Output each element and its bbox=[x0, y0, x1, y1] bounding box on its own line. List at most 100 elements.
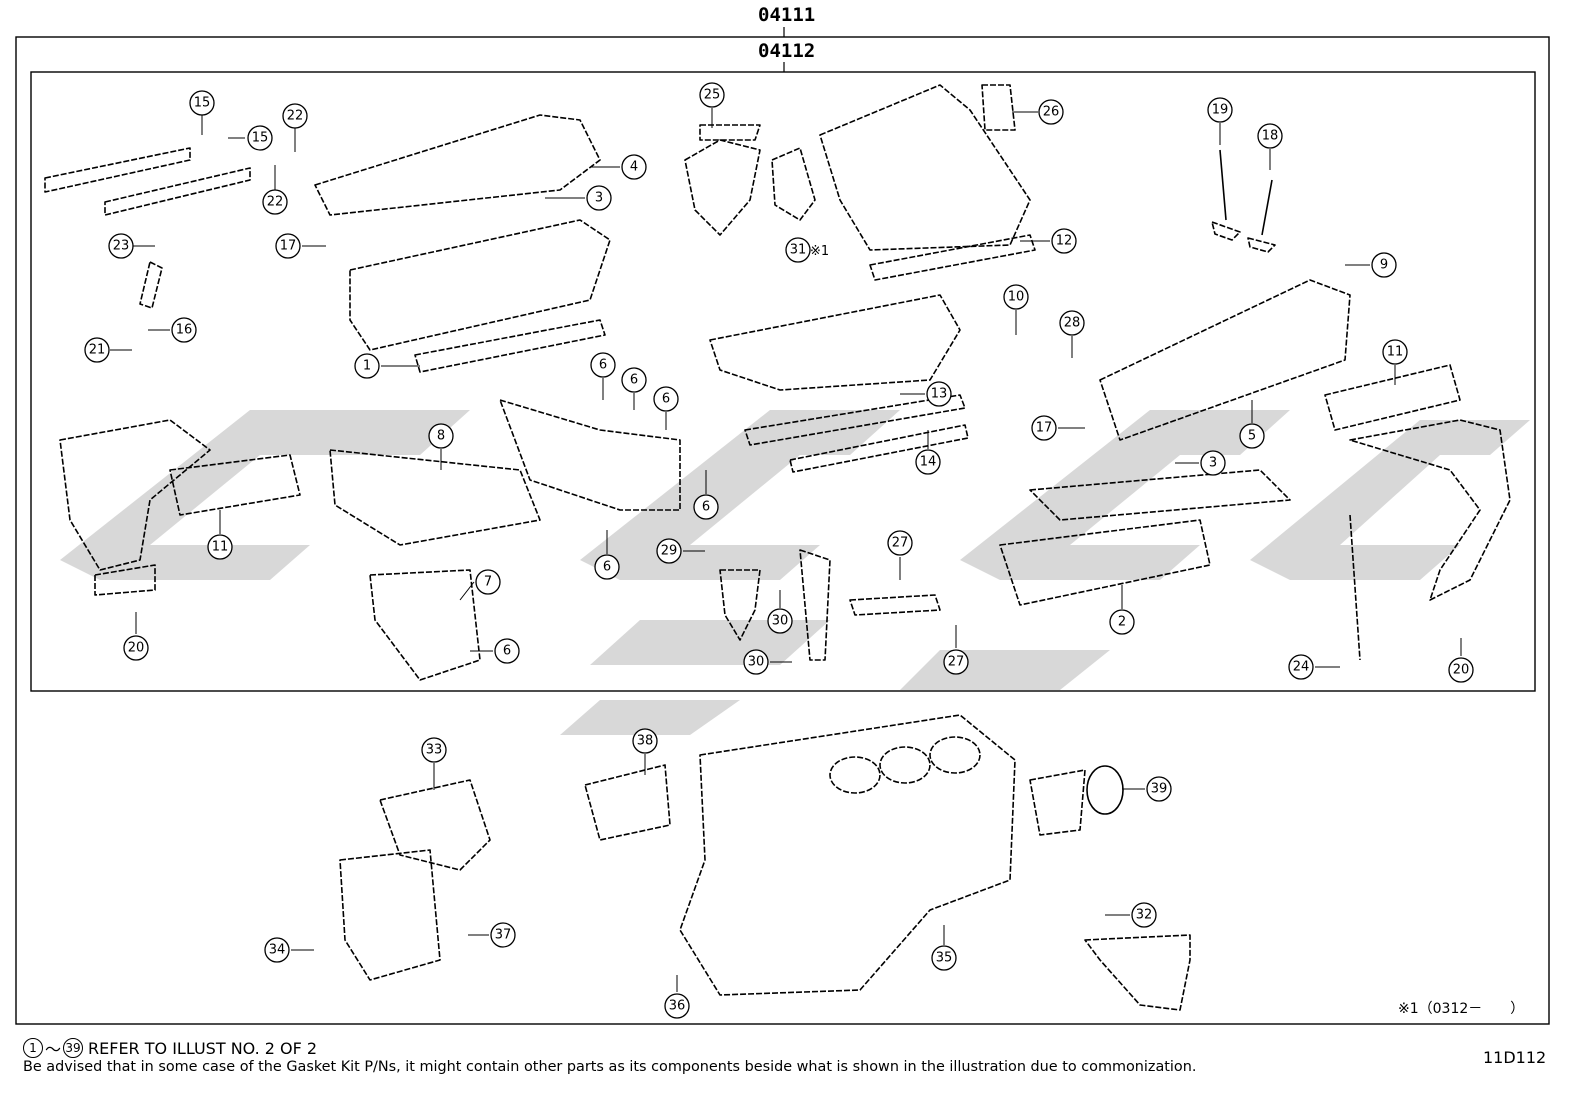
callout-group: 1515222223162117341253126121918910281166… bbox=[84, 82, 1474, 1019]
callout-number: 17 bbox=[280, 239, 297, 254]
callout-23[interactable]: 23 bbox=[108, 233, 134, 259]
callout-number: 31 bbox=[790, 243, 807, 258]
callout-27[interactable]: 27 bbox=[887, 530, 913, 556]
callout-24[interactable]: 24 bbox=[1288, 654, 1314, 680]
head-gasket-kit-part-number[interactable]: 04112 bbox=[758, 40, 816, 62]
callout-21[interactable]: 21 bbox=[84, 337, 110, 363]
callout-number: 3 bbox=[595, 191, 603, 206]
callout-26[interactable]: 26 bbox=[1038, 99, 1064, 125]
callout-number: 19 bbox=[1212, 103, 1229, 118]
callout-35[interactable]: 35 bbox=[931, 945, 957, 971]
callout-11[interactable]: 11 bbox=[1382, 339, 1408, 365]
callout-number: 24 bbox=[1293, 660, 1310, 675]
callout-27[interactable]: 27 bbox=[943, 649, 969, 675]
callout-number: 3 bbox=[1209, 456, 1217, 471]
callout-number: 23 bbox=[113, 239, 130, 254]
callout-number: 12 bbox=[1056, 234, 1073, 249]
callout-20[interactable]: 20 bbox=[1448, 657, 1474, 683]
callout-16[interactable]: 16 bbox=[171, 317, 197, 343]
callout-15[interactable]: 15 bbox=[247, 125, 273, 151]
callout-3[interactable]: 3 bbox=[586, 185, 612, 211]
callout-number: 16 bbox=[176, 323, 193, 338]
callout-number: 20 bbox=[128, 641, 145, 656]
callout-20[interactable]: 20 bbox=[123, 635, 149, 661]
callout-39[interactable]: 39 bbox=[1146, 776, 1172, 802]
callout-number: 22 bbox=[287, 109, 304, 124]
callout-number: 22 bbox=[267, 195, 284, 210]
callout-6[interactable]: 6 bbox=[621, 367, 647, 393]
callout-number: 21 bbox=[89, 343, 106, 358]
callout-18[interactable]: 18 bbox=[1257, 123, 1283, 149]
callout-8[interactable]: 8 bbox=[428, 423, 454, 449]
callout-number: 33 bbox=[426, 743, 443, 758]
callout-number: 15 bbox=[194, 96, 211, 111]
refer-note: 1 ～ 39 REFER TO ILLUST NO. 2 OF 2 bbox=[23, 1036, 317, 1060]
callout-6[interactable]: 6 bbox=[693, 494, 719, 520]
callout-6[interactable]: 6 bbox=[653, 386, 679, 412]
range-start-callout: 1 bbox=[23, 1038, 43, 1058]
callout-34[interactable]: 34 bbox=[264, 937, 290, 963]
callout-number: 1 bbox=[363, 359, 371, 374]
callout-number: 26 bbox=[1043, 105, 1060, 120]
callout-number: 30 bbox=[772, 614, 789, 629]
callout-32[interactable]: 32 bbox=[1131, 902, 1157, 928]
footnote-marker: ※1（0312－ ） bbox=[1398, 1001, 1525, 1017]
callout-number: 37 bbox=[495, 928, 512, 943]
callout-1[interactable]: 1 bbox=[354, 353, 380, 379]
refer-text: REFER TO ILLUST NO. 2 OF 2 bbox=[88, 1038, 318, 1058]
callout-7[interactable]: 7 bbox=[475, 569, 501, 595]
callout-15[interactable]: 15 bbox=[189, 90, 215, 116]
callout-13[interactable]: 13 bbox=[926, 381, 952, 407]
callout-14[interactable]: 14 bbox=[915, 449, 941, 475]
callout-19[interactable]: 19 bbox=[1207, 97, 1233, 123]
callout-3[interactable]: 3 bbox=[1200, 450, 1226, 476]
callout-number: 8 bbox=[437, 429, 445, 444]
callout-22[interactable]: 22 bbox=[282, 103, 308, 129]
callout-number: 11 bbox=[1387, 345, 1404, 360]
advisory-note: Be advised that in some case of the Gask… bbox=[23, 1059, 1197, 1075]
callout-number: 7 bbox=[484, 575, 492, 590]
callout-number: 17 bbox=[1036, 421, 1053, 436]
callout-29[interactable]: 29 bbox=[656, 538, 682, 564]
callout-number: 6 bbox=[603, 560, 611, 575]
callout-number: 25 bbox=[704, 88, 721, 103]
callout-11[interactable]: 11 bbox=[207, 534, 233, 560]
callout-38[interactable]: 38 bbox=[632, 728, 658, 754]
callout-33[interactable]: 33 bbox=[421, 737, 447, 763]
callout-28[interactable]: 28 bbox=[1059, 310, 1085, 336]
callout-25[interactable]: 25 bbox=[699, 82, 725, 108]
callout-9[interactable]: 9 bbox=[1371, 252, 1397, 278]
callout-5[interactable]: 5 bbox=[1239, 423, 1265, 449]
callout-number: 11 bbox=[212, 540, 229, 555]
callout-2[interactable]: 2 bbox=[1109, 609, 1135, 635]
callout-6[interactable]: 6 bbox=[594, 554, 620, 580]
callout-number: 30 bbox=[748, 655, 765, 670]
callout-number: 39 bbox=[1151, 782, 1168, 797]
callout-31-suffix: ※1 bbox=[810, 244, 829, 259]
callout-number: 6 bbox=[662, 392, 670, 407]
callout-number: 35 bbox=[936, 951, 953, 966]
callout-number: 28 bbox=[1064, 316, 1081, 331]
callout-4[interactable]: 4 bbox=[621, 154, 647, 180]
callout-30[interactable]: 30 bbox=[767, 608, 793, 634]
callout-37[interactable]: 37 bbox=[490, 922, 516, 948]
callout-6[interactable]: 6 bbox=[494, 638, 520, 664]
callout-10[interactable]: 10 bbox=[1003, 284, 1029, 310]
callout-leaders bbox=[110, 108, 1462, 992]
callout-17[interactable]: 17 bbox=[275, 233, 301, 259]
callout-number: 6 bbox=[503, 644, 511, 659]
callout-31[interactable]: 31 bbox=[785, 237, 811, 263]
callout-30[interactable]: 30 bbox=[743, 649, 769, 675]
callout-17[interactable]: 17 bbox=[1031, 415, 1057, 441]
overhaul-kit-part-number[interactable]: 04111 bbox=[758, 4, 816, 26]
callout-number: 9 bbox=[1380, 258, 1388, 273]
callout-number: 10 bbox=[1008, 290, 1025, 305]
callout-36[interactable]: 36 bbox=[664, 993, 690, 1019]
callout-number: 18 bbox=[1262, 129, 1279, 144]
callout-6[interactable]: 6 bbox=[590, 352, 616, 378]
callout-number: 34 bbox=[269, 943, 286, 958]
callout-22[interactable]: 22 bbox=[262, 189, 288, 215]
callout-number: 36 bbox=[669, 999, 686, 1014]
callout-12[interactable]: 12 bbox=[1051, 228, 1077, 254]
